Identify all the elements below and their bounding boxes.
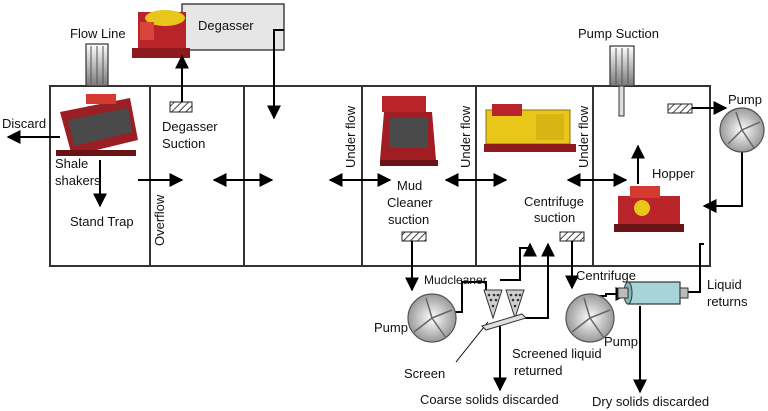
flow-line-pipe	[85, 43, 109, 87]
dry-solids-label: Dry solids discarded	[592, 394, 709, 409]
degasser-label: Degasser	[198, 18, 254, 33]
stand-trap-label: Stand Trap	[70, 214, 134, 229]
screened-liquid-label-line1: Screened liquid	[512, 346, 602, 361]
degasser-suction-label-line1: Degasser	[162, 119, 218, 134]
centrifuge-label: Centrifuge	[576, 268, 636, 283]
mud-cleaner-label: Mudcleaner	[424, 273, 487, 287]
hopper-equipment-icon	[614, 186, 684, 232]
hydrocyclone-icon	[481, 289, 527, 331]
under-flow-label-2: Under flow	[458, 105, 473, 168]
overflow-label: Overflow	[152, 194, 167, 246]
mud-cleaner-pump-icon	[407, 293, 457, 343]
pump-suction-pipe	[609, 45, 635, 117]
mud-cleaner-suction-box	[401, 231, 427, 242]
liquid-returns-label-line2: returns	[707, 294, 748, 309]
screened-liquid-label-line2: returned	[514, 363, 562, 378]
centrifuge-suction-box	[559, 231, 585, 242]
screen-label: Screen	[404, 366, 445, 381]
centrifuge-pump-label: Pump	[604, 334, 638, 349]
pump-icon	[719, 107, 765, 153]
centrifuge-equipment-icon	[484, 104, 576, 152]
hopper-label: Hopper	[652, 166, 695, 181]
centrifuge-suction-label-line1: Centrifuge	[524, 194, 584, 209]
pump-label-main: Pump	[728, 92, 762, 107]
mud-cleaner-suction-label-line1: Mud	[397, 178, 422, 193]
centrifuge-cylinder-icon	[617, 281, 689, 305]
mud-cleaner-suction-label-line2: Cleaner	[387, 195, 433, 210]
pump-suction-label: Pump Suction	[578, 26, 659, 41]
mud-cleaner-icon	[380, 96, 438, 166]
shale-shaker-icon	[56, 94, 138, 156]
mud-cleaner-suction-label-line3: suction	[388, 212, 429, 227]
discard-label: Discard	[2, 116, 46, 131]
flow-line-label: Flow Line	[70, 26, 126, 41]
mud-cleaner-pump-label: Pump	[374, 320, 408, 335]
liquid-returns-label-line1: Liquid	[707, 277, 742, 292]
centrifuge-pump-icon	[565, 293, 615, 343]
under-flow-label-1: Under flow	[343, 105, 358, 168]
pump-suction-box	[667, 103, 693, 114]
coarse-solids-label: Coarse solids discarded	[420, 392, 559, 407]
shale-shakers-label-line1: Shale	[55, 156, 88, 171]
shale-shakers-label-line2: shakers	[55, 173, 101, 188]
degasser-box	[181, 3, 285, 51]
degasser-suction-box	[169, 101, 193, 113]
under-flow-label-3: Under flow	[576, 105, 591, 168]
degasser-equipment-icon	[132, 10, 190, 58]
centrifuge-suction-label-line2: suction	[534, 210, 575, 225]
degasser-suction-label-line2: Suction	[162, 136, 205, 151]
